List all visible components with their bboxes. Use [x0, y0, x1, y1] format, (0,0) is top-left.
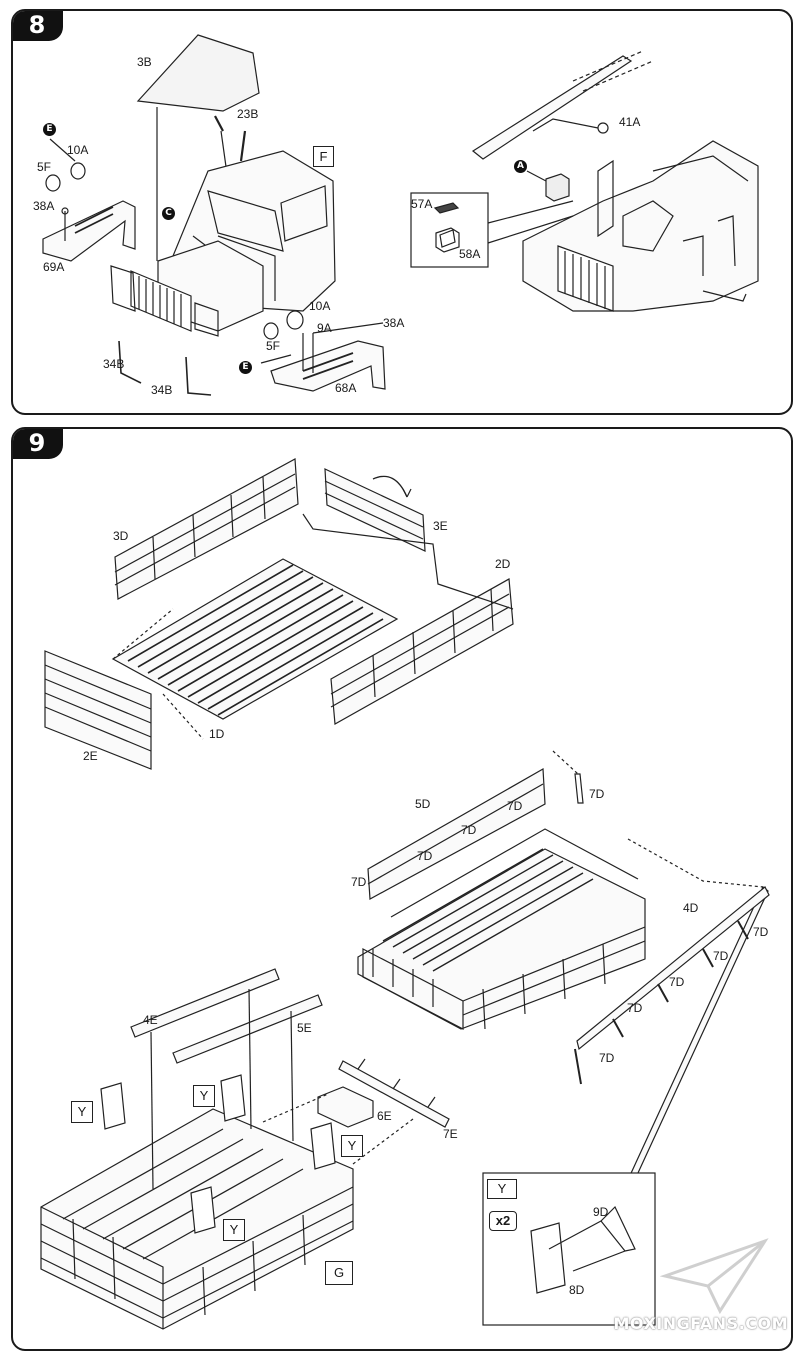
part-label-10a-bottom: 10A: [309, 299, 331, 313]
part-label-38a-right: 38A: [383, 316, 405, 330]
part-label-5f-top: 5F: [37, 160, 52, 174]
part-label-7d-1: 7D: [507, 799, 523, 813]
step-8-drawing: [42, 34, 759, 396]
part-label-9d: 9D: [593, 1205, 609, 1219]
detail-count-x2: x2: [489, 1211, 517, 1231]
marker-e-bottom: E: [239, 361, 252, 374]
part-label-5e: 5E: [297, 1021, 312, 1035]
part-label-7e: 7E: [443, 1127, 458, 1141]
detail-box-y: Y: [487, 1179, 517, 1199]
part-label-10a-top: 10A: [67, 143, 89, 157]
part-label-9a: 9A: [317, 321, 332, 335]
box-label-y-3: Y: [341, 1135, 363, 1157]
grille-lines: [130, 270, 192, 332]
box-label-y-4: Y: [223, 1219, 245, 1241]
part-label-38a-left: 38A: [33, 199, 55, 213]
part-label-68a: 68A: [335, 381, 357, 395]
part-label-7d-5: 7D: [589, 787, 605, 801]
step-8-panel: 8: [11, 9, 793, 415]
part-label-7d-2: 7D: [461, 823, 477, 837]
marker-e-top: E: [43, 123, 56, 136]
part-label-2e: 2E: [83, 749, 98, 763]
marker-a: A: [514, 160, 527, 173]
box-label-g: G: [325, 1261, 353, 1285]
part-label-4d: 4D: [683, 901, 699, 915]
box-label-y-1: Y: [71, 1101, 93, 1123]
part-label-7d-6: 7D: [753, 925, 769, 939]
part-label-34b-a: 34B: [103, 357, 125, 371]
watermark-text: MOXINGFANS.COM: [613, 1314, 788, 1333]
step-number-badge: 9: [13, 429, 63, 459]
part-label-5f-bottom: 5F: [266, 339, 281, 353]
part-label-3e: 3E: [433, 519, 448, 533]
part-label-6e: 6E: [377, 1109, 392, 1123]
part-label-2d: 2D: [495, 557, 511, 571]
part-label-7d-8: 7D: [669, 975, 685, 989]
step-number-badge: 8: [13, 11, 63, 41]
part-label-1d: 1D: [209, 727, 225, 741]
part-label-69a: 69A: [43, 260, 65, 274]
part-label-3b: 3B: [137, 55, 152, 69]
box-label-y-2: Y: [193, 1085, 215, 1107]
paper-plane-logo: [660, 1238, 769, 1315]
box-label-f: F: [313, 146, 334, 167]
marker-c: C: [162, 207, 175, 220]
part-label-41a: 41A: [619, 115, 641, 129]
part-label-34b-b: 34B: [151, 383, 173, 397]
part-label-57a: 57A: [411, 197, 433, 211]
part-label-8d: 8D: [569, 1283, 585, 1297]
part-label-7d-7: 7D: [713, 949, 729, 963]
part-label-58a: 58A: [459, 247, 481, 261]
part-label-7d-3: 7D: [417, 849, 433, 863]
part-label-5d: 5D: [415, 797, 431, 811]
part-label-4e: 4E: [143, 1013, 158, 1027]
part-label-7d-9: 7D: [627, 1001, 643, 1015]
step-9-panel: 9: [11, 427, 793, 1351]
part-label-7d-10: 7D: [599, 1051, 615, 1065]
part-label-23b: 23B: [237, 107, 259, 121]
part-label-7d-4: 7D: [351, 875, 367, 889]
part-label-3d: 3D: [113, 529, 129, 543]
step-9-drawing: [40, 458, 770, 1330]
